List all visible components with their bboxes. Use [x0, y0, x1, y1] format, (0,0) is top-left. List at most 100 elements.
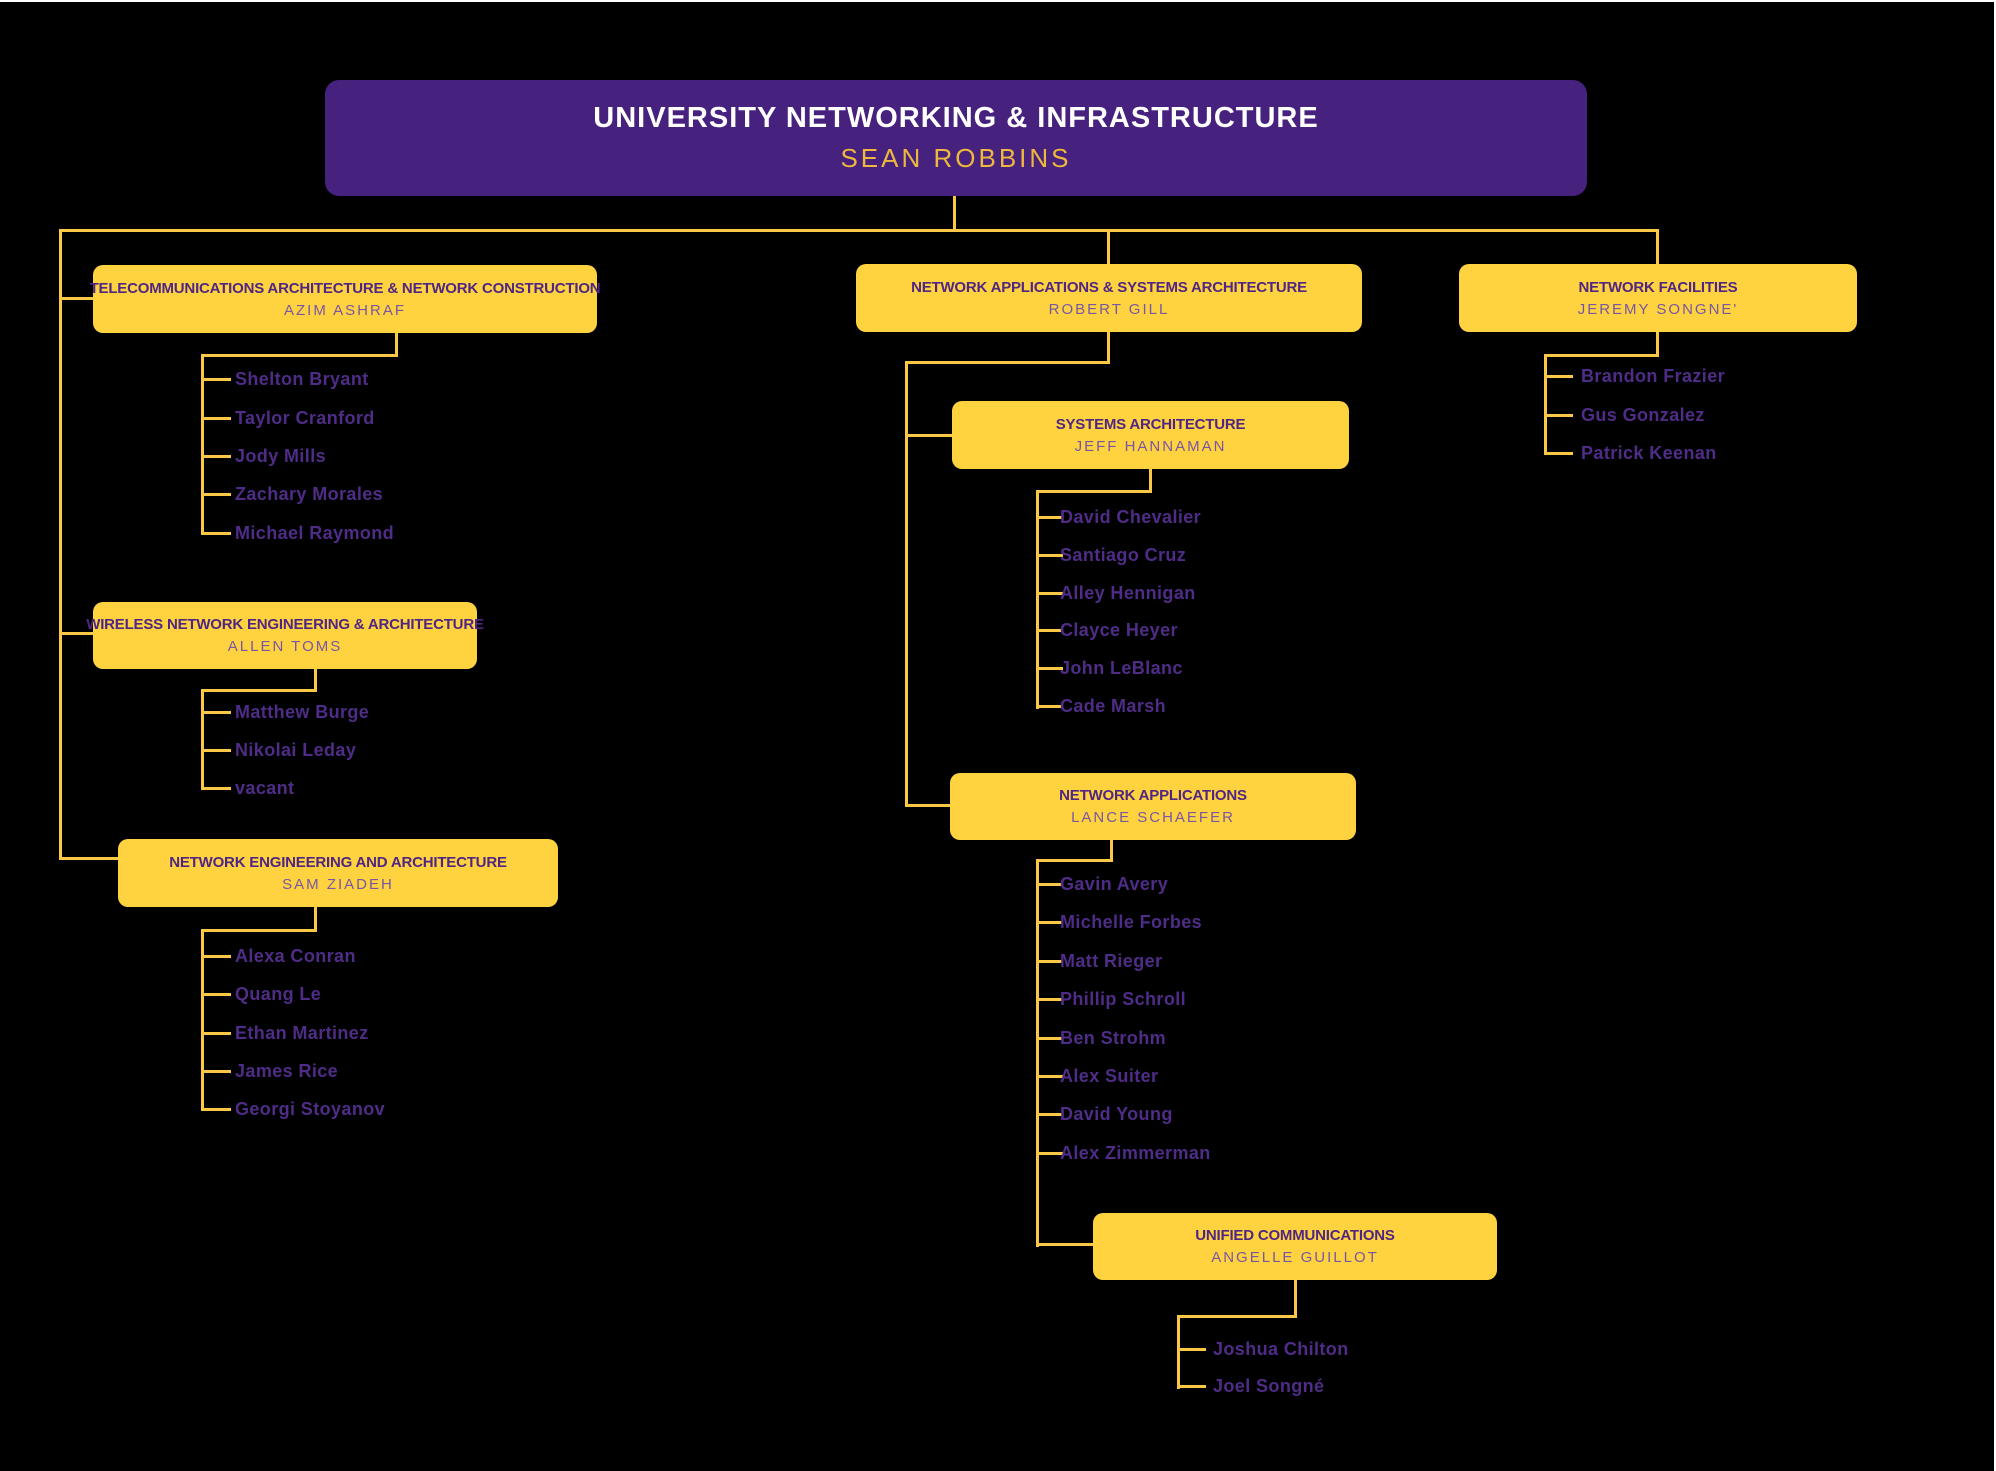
dept-title-netfac: NETWORK FACILITIES — [1578, 278, 1738, 296]
member-name: Cade Marsh — [1060, 696, 1167, 716]
connector-member-stub — [1036, 592, 1063, 595]
connector-sysarch-bracket — [1036, 490, 1039, 709]
connector-left-rail — [59, 229, 62, 860]
member-name: Gavin Avery — [1060, 874, 1169, 894]
member-name: Shelton Bryant — [235, 369, 369, 389]
member-name: Joshua Chilton — [1213, 1339, 1349, 1359]
member-name: Matthew Burge — [235, 702, 370, 722]
dept-title-sysarch: SYSTEMS ARCHITECTURE — [1055, 415, 1246, 433]
connector-member-stub — [201, 787, 231, 790]
connector-member-stub — [1036, 1075, 1063, 1078]
connector-member-stub — [1036, 998, 1063, 1001]
connector-drop-netfac — [1656, 229, 1659, 266]
connector-member-stub — [201, 532, 231, 535]
connector-netfac-drop — [1656, 332, 1659, 357]
connector-telecom-drop — [395, 332, 398, 357]
dept-title-telecom: TELECOMMUNICATIONS ARCHITECTURE & NETWOR… — [89, 279, 601, 297]
dept-title-gill: NETWORK APPLICATIONS & SYSTEMS ARCHITECT… — [911, 278, 1307, 296]
connector-member-stub — [201, 1108, 231, 1111]
connector-member-stub — [1544, 452, 1573, 455]
member-name: Zachary Morales — [235, 484, 384, 504]
connector-netapps-drop — [1110, 840, 1113, 862]
connector-member-stub — [201, 455, 231, 458]
dept-title-wireless: WIRELESS NETWORK ENGINEERING & ARCHITECT… — [86, 616, 484, 633]
connector-elbow-uc — [1036, 1243, 1095, 1246]
org-box-neteng: NETWORK ENGINEERING AND ARCHITECTURE SAM… — [118, 839, 558, 907]
connector-telecom-horiz — [201, 354, 397, 357]
connector-uc-bracket — [1177, 1315, 1180, 1389]
member-name: Jody Mills — [235, 446, 327, 466]
connector-gill-rail — [905, 361, 908, 807]
connector-gill-horiz — [905, 361, 1109, 364]
member-name: Alexa Conran — [235, 946, 356, 966]
connector-member-stub — [1036, 883, 1063, 886]
connector-stub-telecom — [59, 297, 95, 300]
connector-neteng-horiz — [201, 929, 316, 932]
connector-member-stub — [1036, 705, 1063, 708]
org-box-netapps: NETWORK APPLICATIONS LANCE SCHAEFER — [950, 773, 1356, 840]
connector-member-stub — [1036, 1152, 1063, 1155]
connector-uc-drop — [1294, 1279, 1297, 1318]
connector-member-stub — [201, 1032, 231, 1035]
connector-member-stub — [201, 1070, 231, 1073]
connector-wireless-horiz — [201, 689, 316, 692]
connector-telecom-bracket — [201, 354, 204, 535]
root-title: UNIVERSITY NETWORKING & INFRASTRUCTURE — [593, 102, 1319, 134]
connector-member-stub — [1177, 1385, 1206, 1388]
member-name: John LeBlanc — [1060, 658, 1183, 678]
connector-member-stub — [1036, 1113, 1063, 1116]
org-box-netfac: NETWORK FACILITIES JEREMY SONGNE' — [1459, 264, 1857, 332]
member-name: Alex Zimmerman — [1060, 1143, 1211, 1163]
connector-member-stub — [201, 749, 231, 752]
dept-title-uc: UNIFIED COMMUNICATIONS — [1195, 1227, 1395, 1244]
member-name: Gus Gonzalez — [1581, 405, 1705, 425]
member-name: Brandon Frazier — [1581, 366, 1726, 386]
connector-member-stub — [1036, 667, 1063, 670]
dept-title-netapps: NETWORK APPLICATIONS — [1059, 787, 1247, 804]
member-name: David Chevalier — [1060, 507, 1202, 527]
dept-lead-gill: ROBERT GILL — [1048, 300, 1170, 318]
dept-lead-neteng: SAM ZIADEH — [282, 875, 394, 893]
dept-lead-uc: ANGELLE GUILLOT — [1211, 1249, 1379, 1266]
member-name: Matt Rieger — [1060, 951, 1163, 971]
member-name: Ethan Martinez — [235, 1023, 369, 1043]
connector-main-rail — [59, 229, 1658, 232]
connector-member-stub — [1036, 1037, 1063, 1040]
member-name: James Rice — [235, 1061, 339, 1081]
connector-member-stub — [1036, 960, 1063, 963]
member-name: Alex Suiter — [1060, 1066, 1159, 1086]
member-name: Ben Strohm — [1060, 1028, 1167, 1048]
connector-stub-wireless — [59, 632, 95, 635]
connector-uc-horiz — [1177, 1315, 1296, 1318]
connector-neteng-bracket — [201, 929, 204, 1111]
connector-member-stub — [1036, 629, 1063, 632]
org-box-root: UNIVERSITY NETWORKING & INFRASTRUCTURE S… — [325, 80, 1587, 196]
member-name: Taylor Cranford — [235, 408, 375, 428]
connector-gill-drop — [1107, 332, 1110, 364]
member-name: Michael Raymond — [235, 523, 395, 543]
connector-member-stub — [201, 493, 231, 496]
connector-member-stub — [1036, 921, 1063, 924]
member-name: Patrick Keenan — [1581, 443, 1717, 463]
connector-member-stub — [1036, 516, 1063, 519]
member-name: Santiago Cruz — [1060, 545, 1187, 565]
connector-wireless-bracket — [201, 689, 204, 790]
connector-neteng-drop — [314, 907, 317, 932]
connector-sysarch-drop — [1149, 469, 1152, 493]
connector-member-stub — [201, 993, 231, 996]
connector-wireless-drop — [314, 669, 317, 692]
connector-member-stub — [1544, 414, 1573, 417]
root-name: SEAN ROBBINS — [840, 143, 1072, 173]
connector-netapps-bracket — [1036, 859, 1039, 1247]
connector-root-drop — [953, 195, 956, 231]
member-name: Alley Hennigan — [1060, 583, 1196, 603]
member-name: vacant — [235, 778, 295, 798]
member-name: Michelle Forbes — [1060, 912, 1203, 932]
dept-lead-sysarch: JEFF HANNAMAN — [1074, 437, 1227, 455]
dept-lead-wireless: ALLEN TOMS — [227, 638, 343, 655]
member-name: David Young — [1060, 1104, 1173, 1124]
connector-member-stub — [1544, 375, 1573, 378]
connector-stub-netapps — [905, 804, 951, 807]
connector-stub-neteng — [59, 857, 120, 860]
